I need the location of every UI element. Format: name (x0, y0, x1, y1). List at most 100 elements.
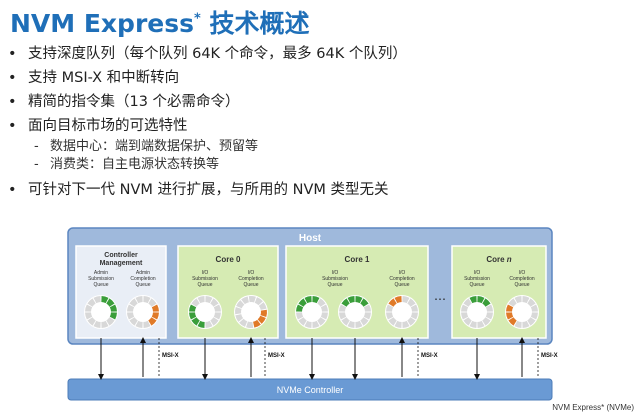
queue-entry-empty (469, 320, 477, 328)
queue-entry-empty (304, 320, 312, 328)
svg-text:Submission: Submission (88, 276, 114, 282)
ring-background (295, 295, 329, 329)
queue-entry-empty (127, 304, 135, 312)
queue-entry-empty (522, 320, 530, 328)
queue-entry-empty (210, 317, 219, 326)
queue-entry-filled (106, 298, 115, 307)
queue-entry-empty (93, 320, 101, 328)
queue-entry-empty (410, 304, 418, 312)
core-0-label: Core 0 (216, 255, 241, 264)
queue-entry-empty (235, 314, 244, 322)
queue-entry-filled (189, 304, 197, 312)
queue-entry-filled (360, 298, 369, 307)
queue-entry-filled (109, 312, 117, 320)
queue-entry-empty (320, 304, 328, 312)
nvme-controller-label: NVMe Controller (277, 385, 344, 395)
queue-entry-filled (347, 296, 355, 304)
queue-entry-empty (360, 317, 369, 326)
queue-entry-empty (508, 298, 517, 307)
bullet-item: •支持深度队列（每个队列 64K 个命令，最多 64K 个队列） (8, 46, 407, 62)
queue-entry-empty (106, 317, 115, 326)
svg-text:Submission: Submission (322, 276, 348, 282)
queue-entry-empty (410, 312, 418, 320)
queue-entry-empty (298, 317, 307, 326)
queue-entry-empty (127, 312, 135, 320)
queue-entry-empty (355, 320, 363, 328)
queue-entry-empty (485, 312, 493, 320)
queue-entry-empty (527, 317, 536, 326)
queue-entry-filled (109, 304, 117, 312)
queue-entry-empty (477, 320, 485, 328)
queue-entry-empty (87, 317, 96, 326)
queue-entry-filled (101, 296, 109, 304)
queue-entry-empty (363, 304, 371, 312)
queue-entry-empty (143, 296, 151, 304)
queue-entry-empty (205, 296, 213, 304)
svg-text:Submission: Submission (464, 276, 490, 282)
queue-entry-empty (386, 312, 394, 320)
core-1-completion-queue-ring (385, 295, 419, 329)
queue-entry-empty (407, 317, 416, 326)
host-label: Host (299, 233, 322, 244)
queue-entry-empty (514, 296, 522, 304)
svg-text:Queue: Queue (327, 282, 342, 288)
ring-background (84, 295, 118, 329)
queue-entry-empty (317, 298, 326, 307)
queue-entry-empty (87, 298, 96, 307)
queue-entry-filled (355, 296, 363, 304)
queue-entry-empty (239, 318, 248, 327)
core-1-sq-label: I/O Submission Queue (322, 270, 348, 288)
queue-entry-empty (85, 312, 93, 320)
core-1-label: Core 1 (345, 255, 370, 264)
svg-text:Completion: Completion (130, 276, 156, 282)
queue-entry-empty (101, 320, 109, 328)
core-1-submission-queue-ring-2 (338, 295, 372, 329)
svg-text:I/O: I/O (332, 270, 339, 276)
queue-entry-empty (241, 296, 249, 305)
queue-entry-empty (235, 307, 242, 315)
svg-text:Queue: Queue (93, 282, 108, 288)
queue-entry-filled (394, 296, 402, 304)
core-n-cq-label: I/O Completion Queue (509, 270, 535, 288)
svg-text:Queue: Queue (243, 282, 258, 288)
queue-entry-empty (463, 298, 472, 307)
queue-entry-filled (508, 317, 517, 326)
svg-text:Admin: Admin (94, 270, 108, 276)
queue-entry-empty (210, 298, 219, 307)
svg-text:Submission: Submission (192, 276, 218, 282)
queue-entry-filled (296, 304, 304, 312)
msi-x-label: MSI-X (162, 353, 179, 359)
queue-entry-empty (485, 304, 493, 312)
queue-entry-empty (246, 321, 254, 329)
queue-entry-empty (339, 312, 347, 320)
caption: NVM Express* (NVMe) (552, 403, 634, 412)
queue-entry-empty (135, 320, 143, 328)
queue-entry-empty (197, 296, 205, 304)
queue-entry-empty (205, 320, 213, 328)
bullet-item: •支持 MSI-X 和中断转向 (8, 70, 180, 86)
queue-entry-empty (522, 296, 530, 304)
svg-text:Admin: Admin (136, 270, 150, 276)
queue-entry-filled (257, 315, 266, 324)
core-n-sq-label: I/O Submission Queue (464, 270, 490, 288)
queue-entry-filled (151, 304, 159, 312)
core-n-label: Core n (486, 255, 511, 264)
msi-x-lines (158, 338, 539, 378)
queue-entry-empty (339, 304, 347, 312)
svg-text:Completion: Completion (509, 276, 535, 282)
queue-entry-filled (191, 317, 200, 326)
svg-text:Queue: Queue (197, 282, 212, 288)
admin-completion-queue-ring (126, 295, 160, 329)
queue-entry-filled (388, 298, 397, 307)
queue-entry-empty (530, 304, 538, 312)
bullet-item: •可针对下一代 NVM 进行扩展，与所用的 NVM 类型无关 (8, 182, 389, 198)
ring-background (126, 295, 160, 329)
queue-entry-empty (317, 317, 326, 326)
queue-entry-filled (469, 296, 477, 304)
queue-entry-empty (248, 295, 256, 303)
queue-entry-empty (530, 312, 538, 320)
core-1-submission-queue-ring-1 (295, 295, 329, 329)
queue-entry-filled (477, 296, 485, 304)
admin-cq-label: Admin Completion Queue (130, 270, 156, 288)
svg-text:Completion: Completion (238, 276, 264, 282)
